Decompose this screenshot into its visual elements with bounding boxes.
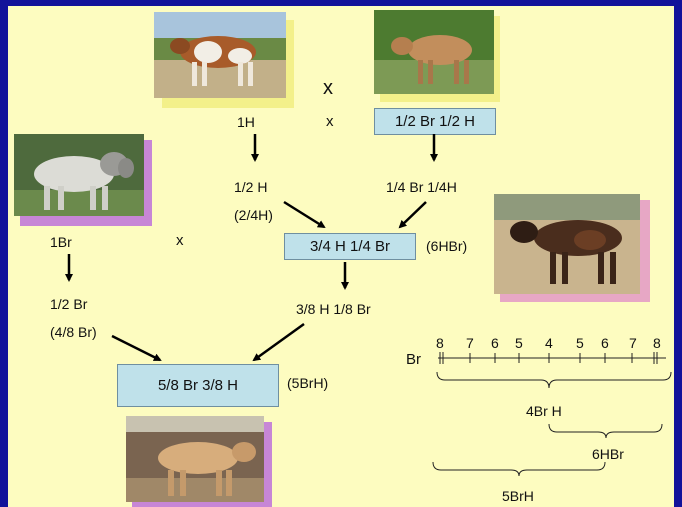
scale-tick-label: 6 — [601, 335, 609, 351]
result-5brh-box: 5/8 Br 3/8 H — [117, 364, 279, 407]
parent-brahman-label: 1Br — [50, 234, 72, 250]
f1-holstein-label: 1/2 H — [234, 179, 268, 195]
brace-5brh-label: 5BrH — [502, 488, 534, 504]
brown-swiss-cross-cow-photo — [374, 10, 500, 102]
brace-5brh — [432, 461, 606, 477]
arrow-half-br-to-5brh — [111, 334, 162, 362]
result-6hbr-label: (6HBr) — [426, 238, 468, 254]
brace-main-label: 4Br H — [526, 403, 562, 419]
scale-tick-label: 7 — [466, 335, 474, 351]
scale-tick-label: 7 — [629, 335, 637, 351]
arrow-quarter-to-6hbr — [398, 201, 427, 229]
bc-holstein-label: 3/8 H 1/8 Br — [296, 301, 371, 317]
cross-symbol-mid: x — [326, 113, 334, 130]
bc-brahman-label: 1/2 Br — [50, 296, 88, 312]
f1-holstein-alt-label: (2/4H) — [234, 207, 273, 223]
scale-tick-label: 8 — [653, 335, 661, 351]
brace-6hbr-label: 6HBr — [592, 446, 624, 462]
scale-tick-label: 6 — [491, 335, 499, 351]
result-5brh-label: (5BrH) — [287, 375, 329, 391]
brace-main — [436, 371, 672, 389]
brace-6hbr — [548, 423, 663, 439]
scale-tick-label: 8 — [436, 335, 444, 351]
holstein-cow-photo — [154, 12, 294, 108]
crossbred-5brh-cow-photo — [126, 416, 272, 507]
scale-left-end: Br — [406, 351, 421, 368]
scale-tick-label: 5 — [576, 335, 584, 351]
arrows — [65, 134, 438, 362]
slide: x x x 1H 1/2 Br 1/2 H 1/2 H (2/4H) 1/4 B… — [8, 6, 674, 507]
parent-holstein-label: 1H — [237, 114, 255, 130]
result-6hbr-box: 3/4 H 1/4 Br — [284, 233, 416, 260]
crossbred-6hbr-cow-photo — [494, 194, 650, 302]
brahman-bull-photo — [14, 134, 152, 226]
arrow-bc-to-5brh — [252, 322, 305, 362]
parent-brown-cross-box: 1/2 Br 1/2 H — [374, 108, 496, 135]
scale-tick-label: 4 — [545, 335, 553, 351]
cross-symbol-left: x — [176, 232, 184, 249]
arrow-half-h-to-6hbr — [283, 200, 326, 229]
bc-brahman-alt-label: (4/8 Br) — [50, 324, 97, 340]
scale-tick-label: 5 — [515, 335, 523, 351]
scale-bar — [432, 352, 672, 477]
f1-brown-label: 1/4 Br 1/4H — [386, 179, 457, 195]
cross-symbol-top: x — [323, 77, 333, 99]
